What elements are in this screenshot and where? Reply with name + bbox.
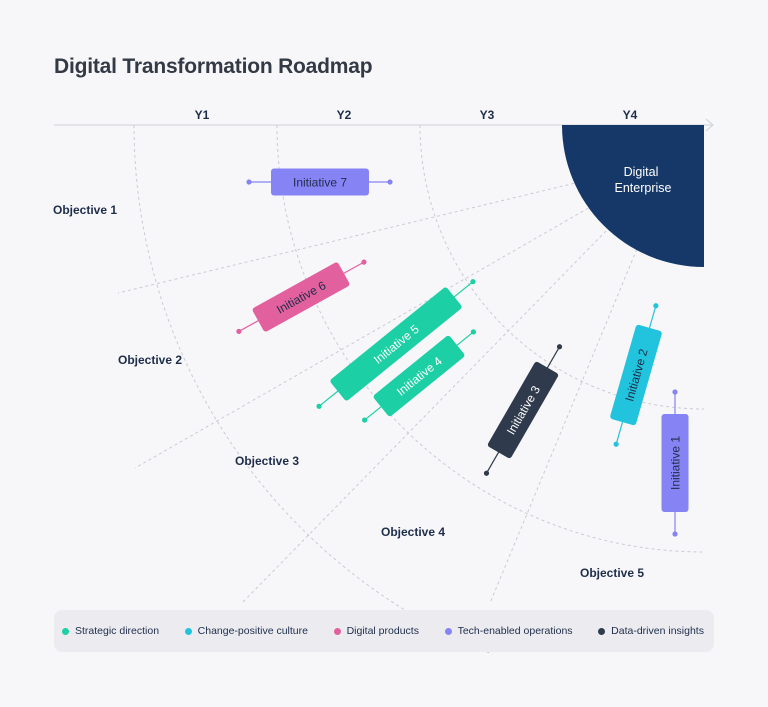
legend-dot-change-positive-culture [184,627,192,635]
initiative-2-end-dot [653,303,659,309]
legend-label-change-positive-culture: Change-positive culture [197,625,308,637]
initiative-2-start-dot [613,441,619,447]
legend-item-change-positive-culture: Change-positive culture [184,625,308,637]
initiative-6-end-dot [361,259,367,265]
objective-label-4: Objective 4 [381,525,445,539]
digital-enterprise-label-line1: Digital [624,165,659,179]
legend-label-strategic-direction: Strategic direction [75,625,160,637]
initiative-3-bar [487,361,559,459]
year-label-y3: Y3 [480,108,495,122]
initiative-4-start-dot [361,417,368,423]
objective-rays [117,175,645,604]
page-title: Digital Transformation Roadmap [54,55,373,78]
legend-item-digital-products: Digital products [333,625,419,637]
timeline-arrow-icon [705,118,714,132]
objective-label-2: Objective 2 [118,353,182,367]
year-label-y2: Y2 [337,108,352,122]
initiative-1-start-dot [672,531,678,537]
initiative-6-bar [252,262,350,332]
initiative-3-end-dot [556,344,563,350]
objective-label-5: Objective 5 [580,566,644,580]
legend-label-tech-enabled-operations: Tech-enabled operations [457,625,573,637]
objective-ray-4 [489,232,645,604]
legend-item-data-driven-insights: Data-driven insights [598,625,704,637]
initiative-4-end-dot [470,329,477,335]
initiative-1-end-dot [672,389,678,395]
legend-dot-digital-products [333,627,341,635]
initiative-6-start-dot [236,328,242,335]
year-label-y1: Y1 [195,108,210,122]
legend-dot-strategic-direction [62,627,69,635]
initiative-7-bar [271,168,369,196]
initiative-7-end-dot [387,179,393,185]
initiative-7[interactable]: Initiative 7 [246,168,393,196]
legend-dot-tech-enabled-operations [444,627,452,635]
initiative-1-label: Initiative 1 [669,436,683,490]
legend-label-data-driven-insights: Data-driven insights [611,625,704,637]
digital-enterprise-label-line2: Enterprise [615,181,672,195]
year-arc-y2 [276,124,705,553]
initiative-4-bar [373,335,465,417]
objective-ray-2 [134,195,610,469]
year-label-y4: Y4 [623,108,638,122]
objective-label-3: Objective 3 [235,454,299,468]
initiative-7-label: Initiative 7 [293,176,347,190]
objective-ray-1 [117,175,604,294]
initiative-3[interactable]: Initiative 3 [474,338,573,482]
year-arc-y1 [133,124,493,655]
initiative-5-start-dot [316,403,322,409]
legend-item-strategic-direction: Strategic direction [62,625,159,637]
legend-item-tech-enabled-operations: Tech-enabled operations [444,625,573,637]
digital-enterprise-target [562,125,704,267]
initiative-2[interactable]: Initiative 2 [602,300,669,451]
objective-ray-3 [241,213,624,604]
legend-dot-data-driven-insights [598,627,606,635]
initiative-7-start-dot [246,179,252,185]
legend-label-digital-products: Digital products [346,625,419,637]
initiative-2-bar [610,324,662,426]
legend: Strategic direction Change-positive cult… [54,610,714,652]
initiative-1[interactable]: Initiative 1 [661,389,689,537]
initiative-5-bar [330,287,462,401]
objective-label-1: Objective 1 [53,203,117,217]
initiative-3-start-dot [483,470,490,476]
initiative-6[interactable]: Initiative 6 [230,249,373,344]
initiative-1-bar [661,414,689,512]
initiative-5-end-dot [470,279,476,285]
